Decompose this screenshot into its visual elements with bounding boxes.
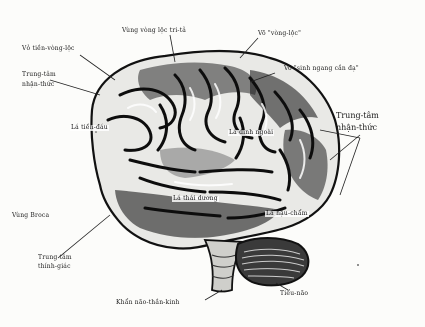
label-left-center-1: Trung-tâm (22, 72, 56, 78)
label-top-right-1: Võ "vòng-lộc" (258, 31, 301, 37)
label-lobe-parietal: Lá đỉnh ngoài (228, 130, 274, 136)
label-left-side: Vùng Broca (12, 213, 49, 219)
label-right-center-2: nhận-thức (336, 124, 377, 132)
label-top-center: Vùng vòng lộc tri-tả (122, 28, 186, 34)
label-lobe-temporal: Lá thái dương (172, 196, 219, 202)
label-bottom-left-1: Trung tâm (38, 255, 72, 261)
label-left-center-2: nhận-thức (22, 82, 55, 88)
label-lobe-occipital: Lá hậu-chẩm (265, 211, 309, 217)
label-right-center-1: Trung-tâm (336, 112, 379, 120)
label-bottom-left-2: thính-giác (38, 264, 71, 270)
label-lobe-frontal: Lá tiền-đáu (70, 125, 109, 131)
label-top-left-1: Vỏ tiền-vòng-lộc (22, 46, 75, 52)
label-bottom-center: Khẩn não-thần-kinh (116, 300, 180, 306)
label-bottom-right: Tiểu-não (280, 291, 308, 297)
label-top-right-2: Võ "sinh ngang cắn đạ" (284, 66, 359, 72)
